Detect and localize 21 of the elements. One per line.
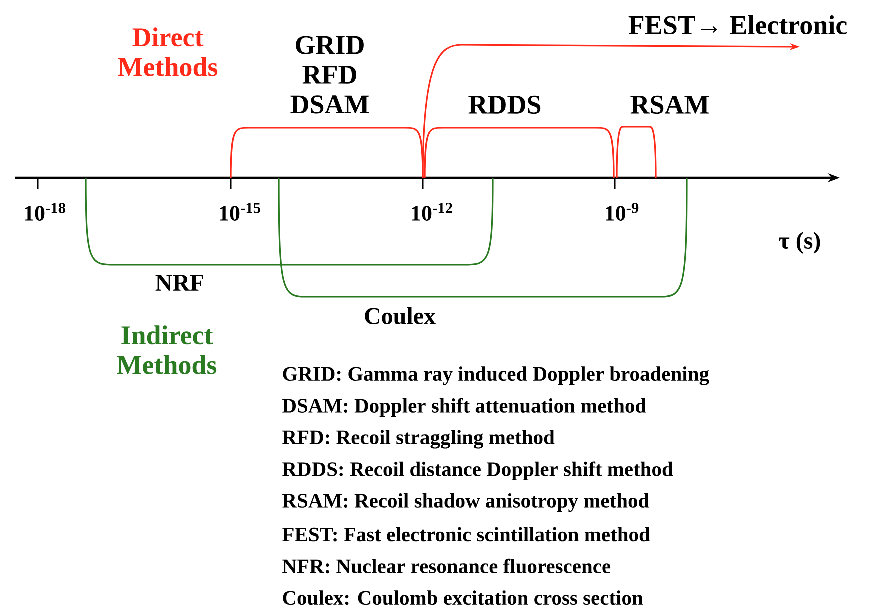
definition-line: DSAM: Doppler shift attenuation method: [282, 398, 646, 418]
method-label: RSAM: [630, 96, 709, 114]
method-label: RDDS: [468, 96, 541, 114]
method-label: FEST→ Electronic: [628, 16, 847, 34]
definition-line: FEST: Fast electronic scintillation method: [282, 527, 650, 542]
method-label: NRF: [156, 275, 204, 291]
definition-line: Coulex: Coulomb excitation cross section: [283, 590, 644, 606]
method-label: GRID RFD DSAM: [290, 36, 369, 114]
tick-label: 10$^{-15}$: [220, 203, 260, 221]
definition-line: RDDS: Recoil distance Doppler shift method: [282, 462, 674, 480]
group-label: Direct Methods: [118, 28, 218, 76]
definition-line: NFR: Nuclear resonance fluorescence: [282, 558, 611, 574]
axis-label: τ (s): [779, 232, 820, 254]
definition-line: GRID: Gamma ray induced Doppler broadening: [283, 366, 710, 386]
tick-label: 10$^{-18}$: [25, 203, 66, 221]
group-label: Indirect Methods: [117, 326, 217, 374]
definition-line: RFD: Recoil straggling method: [282, 430, 555, 449]
tick-label: 10$^{-12}$: [412, 203, 452, 221]
method-label: Coulex: [365, 308, 436, 324]
definition-line: RSAM: Recoil shadow anisotropy method: [282, 493, 650, 512]
tick-label: 10$^{-9}$: [606, 203, 639, 221]
